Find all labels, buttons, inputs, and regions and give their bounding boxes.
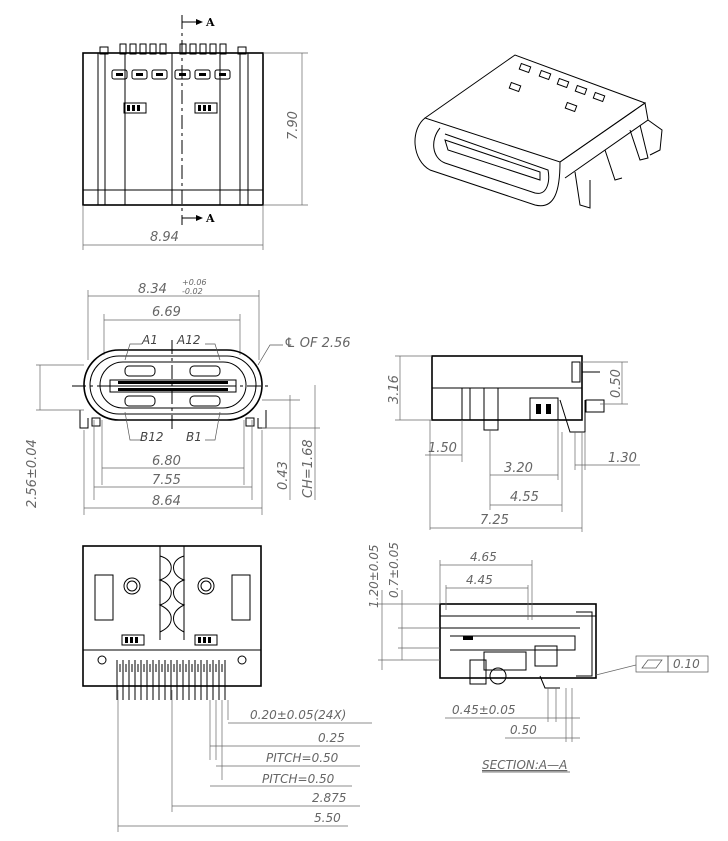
flatness-symbol-box: [635, 655, 669, 673]
bottom-view: 0.20±0.05(24X) 0.25 PITCH=0.50 PITCH=0.5…: [82, 545, 372, 832]
top-pins: [99, 43, 247, 55]
bottom-view-outline: [82, 545, 262, 687]
section-title: SECTION:A—A: [482, 758, 567, 772]
section-outline: [439, 603, 597, 679]
width-dimension: 8.94: [150, 230, 179, 245]
receptacle-shell: [83, 349, 263, 421]
lead-width-dimension: 0.20±0.05(24X): [250, 708, 346, 722]
front-view: 8.34 +0.06 -0.02 6.69 A1 A12 ℄ OF 2.56: [25, 278, 351, 515]
overall-width-tol-minus: -0.02: [182, 287, 203, 296]
dim-0-7: 0.7±0.05: [387, 542, 401, 598]
dim-4-45: 4.45: [466, 573, 493, 587]
latch-windows: [123, 102, 218, 114]
pitch-dimension-2: PITCH=0.50: [262, 772, 335, 786]
dim-7-25: 7.25: [480, 513, 509, 528]
dim-1-20: 1.20±0.05: [367, 545, 381, 609]
height-dimension: 7.90: [286, 111, 301, 140]
section-marker-top: A: [205, 16, 215, 29]
iso-windows: [508, 62, 606, 113]
dim-3-16: 3.16: [387, 375, 402, 404]
overall-width-tol-plus: +0.06: [182, 278, 207, 287]
dim-8-64: 8.64: [152, 494, 181, 509]
height-dimension-front: 2.56±0.04: [25, 439, 40, 508]
dim-0-45: 0.45±0.05: [452, 703, 516, 717]
dim-4-55: 4.55: [510, 490, 539, 505]
inner-width-dimension: 6.69: [152, 305, 181, 320]
top-view: A A 7.90 8.94: [82, 15, 308, 250]
top-view-outline: [82, 52, 264, 206]
pin-a1-label: A1: [141, 333, 158, 347]
section-view: 1.20±0.05 0.7±0.05 4.65 4.45 0.10 0.45±0…: [367, 542, 709, 773]
centerline-note: ℄ OF 2.56: [284, 336, 351, 351]
dim-0-50-section: 0.50: [510, 723, 537, 737]
dim-4-65: 4.65: [470, 550, 497, 564]
isometric-view: [414, 54, 663, 209]
dim-2-875: 2.875: [312, 791, 346, 805]
pitch-dimension-1: PITCH=0.50: [266, 751, 339, 765]
side-view: 3.16 0.50 1.50 3.20 1.30 4.55 7.25: [387, 355, 640, 532]
overall-width-dimension: 8.34: [138, 282, 167, 297]
dim-1-30: 1.30: [608, 451, 637, 466]
pin-b1-label: B1: [186, 430, 202, 444]
dim-1-50: 1.50: [428, 441, 457, 456]
dim-5-50: 5.50: [314, 811, 341, 825]
dim-3-20: 3.20: [504, 461, 533, 476]
dim-6-80: 6.80: [152, 454, 181, 469]
pin-a12-label: A12: [176, 333, 200, 347]
dim-0-25: 0.25: [318, 731, 345, 745]
dim-ch: CH=1.68: [301, 439, 316, 498]
section-marker-bottom: A: [205, 212, 215, 225]
bottom-pins: [116, 660, 226, 700]
pin-b12-label: B12: [140, 430, 164, 444]
dim-7-55: 7.55: [152, 473, 181, 488]
dim-0-43: 0.43: [276, 461, 291, 490]
flatness-value: 0.10: [673, 657, 700, 671]
contact-windows: [111, 69, 231, 80]
dim-0-50: 0.50: [609, 369, 624, 398]
